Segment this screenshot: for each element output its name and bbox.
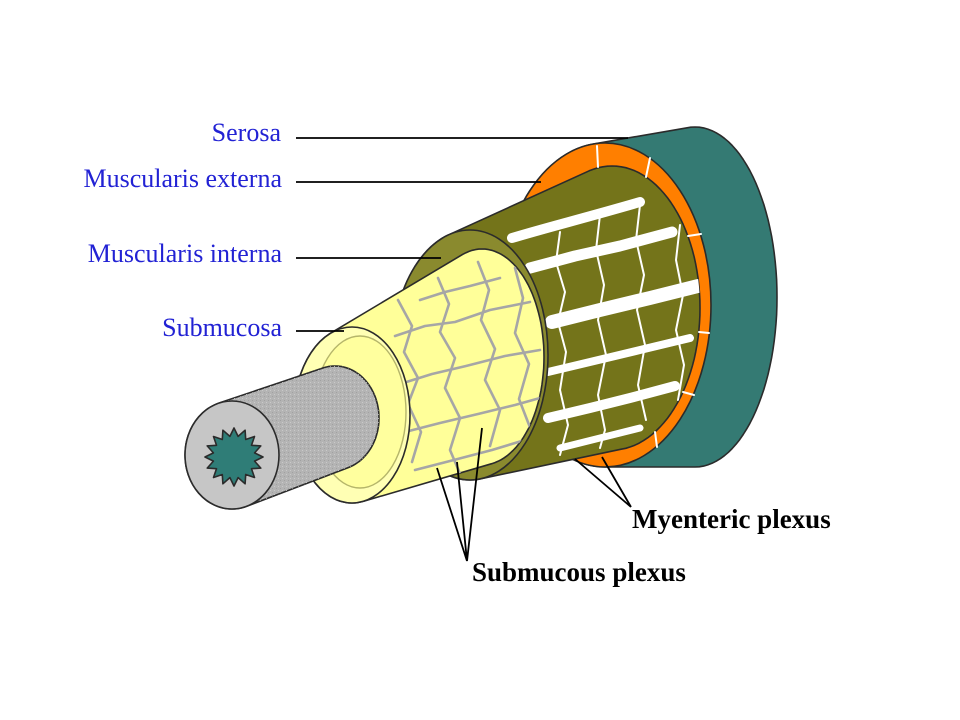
fiber-streak (543, 381, 680, 423)
muscularis-externa-label: Muscularis externa (83, 164, 282, 193)
vessel (398, 348, 542, 386)
myenteric-plexus-label: Myenteric plexus (632, 504, 831, 534)
fiber-streak (507, 197, 645, 243)
fiber-tick (698, 331, 710, 334)
myenteric-plexus-leader-line (574, 456, 632, 508)
submucosa-label: Submucosa (162, 313, 282, 342)
vessel (413, 438, 527, 472)
fiber-tick (596, 145, 599, 168)
fiber-vein (555, 231, 569, 456)
fiber-tick (645, 157, 651, 178)
serosa-label: Serosa (212, 118, 282, 147)
fiber-vein (595, 214, 607, 449)
muscularis-interna-label: Muscularis interna (88, 239, 283, 268)
submucous-plexus-leader-line (436, 427, 483, 562)
fiber-vein (635, 204, 647, 421)
fiber-streak (545, 279, 700, 329)
leader-lines (296, 137, 632, 562)
myenteric-plexus-fibers (507, 197, 700, 456)
orange-ring-fiber-ticks (596, 145, 710, 448)
fiber-streak (524, 226, 678, 274)
vessel (403, 396, 542, 434)
vessel (436, 276, 463, 478)
fiber-tick (687, 233, 702, 237)
fiber-tick (682, 391, 695, 396)
fiber-tick (654, 431, 658, 448)
lumen-star (204, 427, 264, 487)
submucous-plexus-label: Submucous plexus (472, 557, 686, 587)
fiber-vein (675, 224, 685, 401)
fiber-streak (556, 424, 644, 452)
vessel (393, 300, 532, 338)
vessel (476, 260, 502, 448)
fiber-streak (544, 334, 694, 376)
vessel (418, 276, 502, 302)
